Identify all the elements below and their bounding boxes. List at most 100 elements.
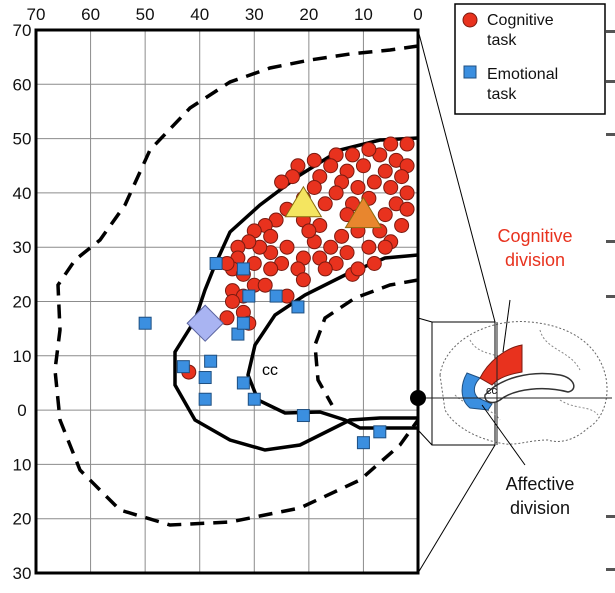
cognitive-point xyxy=(350,261,366,277)
inset-brain: cc xyxy=(418,299,612,466)
legend-emotional-marker xyxy=(463,65,477,79)
cognitive-point xyxy=(323,239,339,255)
cognitive-point xyxy=(366,174,382,190)
y-tick-label: 30 xyxy=(13,238,32,257)
cognitive-point xyxy=(224,294,240,309)
inset-connector-mid-top xyxy=(417,317,433,323)
cognitive-point xyxy=(355,158,371,174)
cognitive-point xyxy=(263,261,279,277)
cc-label: cc xyxy=(262,362,278,379)
cognitive-point xyxy=(383,179,399,195)
emotional-point xyxy=(231,327,245,341)
cognitive-point xyxy=(219,310,235,326)
inner-dashed-contour xyxy=(313,278,419,406)
x-tick-label: 20 xyxy=(299,5,318,24)
y-tick-label: 10 xyxy=(13,347,32,366)
gyri-lines xyxy=(454,329,599,421)
cognitive-point xyxy=(350,179,366,195)
cognitive-point xyxy=(257,277,273,293)
x-tick-label: 0 xyxy=(413,5,422,24)
emotional-point xyxy=(291,300,305,314)
y-tick-labels: 70 60 50 40 30 20 10 0 10 20 30 xyxy=(13,21,32,583)
emotional-point xyxy=(296,409,310,423)
emotional-point xyxy=(138,316,152,330)
corpus-callosum-outline xyxy=(246,253,419,430)
y-tick-label: 60 xyxy=(13,75,32,94)
emotional-point xyxy=(236,376,250,390)
y-tick-label: 70 xyxy=(13,21,32,40)
x-tick-label: 60 xyxy=(81,5,100,24)
emotional-point xyxy=(176,360,190,374)
chart-grid xyxy=(36,30,418,573)
cognitive-point xyxy=(323,158,339,174)
cognitive-point xyxy=(339,245,355,261)
emotional-point xyxy=(373,425,387,439)
y-tick-label: 10 xyxy=(13,455,32,474)
cognitive-point xyxy=(361,239,377,255)
x-tick-label: 40 xyxy=(190,5,209,24)
cognitive-point xyxy=(334,228,350,244)
cognitive-point xyxy=(306,179,322,195)
cortex-outline-dashed xyxy=(53,44,420,527)
emotional-point xyxy=(236,262,250,276)
cognitive-point xyxy=(295,272,311,288)
cognitive-point xyxy=(306,152,322,168)
cognitive-point xyxy=(345,147,361,163)
emotional-point xyxy=(198,392,212,406)
affective-division-region xyxy=(461,372,493,411)
x-tick-label: 70 xyxy=(27,5,46,24)
cognitive-point xyxy=(394,169,410,185)
cognitive-point xyxy=(399,201,415,217)
cognitive-point xyxy=(274,174,290,190)
cognitive-point xyxy=(317,261,333,277)
cingulate-outline xyxy=(173,136,419,452)
cognitive-point xyxy=(383,136,399,152)
data-points xyxy=(138,136,415,450)
emotional-point xyxy=(198,371,212,385)
triangle-marker xyxy=(284,185,323,218)
cognitive-point xyxy=(361,141,377,157)
origin-marker xyxy=(410,390,426,406)
x-tick-label: 10 xyxy=(354,5,373,24)
cognitive-point xyxy=(301,223,317,239)
y-tick-label: 30 xyxy=(13,564,32,583)
cognitive-point xyxy=(328,185,344,201)
cognitive-point xyxy=(377,163,393,179)
legend-cognitive-marker xyxy=(462,12,478,28)
cognitive-point xyxy=(399,185,415,201)
diamond-marker xyxy=(186,304,224,342)
cognitive-point xyxy=(377,207,393,223)
emotional-point xyxy=(247,392,261,406)
y-tick-label: 50 xyxy=(13,130,32,149)
emotional-point xyxy=(209,256,223,270)
x-tick-labels: 70 60 50 40 30 20 10 0 xyxy=(27,5,423,24)
emotional-point xyxy=(242,289,256,303)
x-tick-label: 50 xyxy=(136,5,155,24)
cognitive-point xyxy=(399,136,415,152)
cognitive-point xyxy=(317,196,333,212)
cognitive-point xyxy=(263,228,279,244)
y-tick-label: 0 xyxy=(17,401,26,420)
y-tick-label: 20 xyxy=(13,510,32,529)
emotional-point xyxy=(356,436,370,450)
affective-leader-line xyxy=(481,404,526,466)
corpus-callosum-inset xyxy=(484,372,575,404)
y-tick-label: 40 xyxy=(13,184,32,203)
cognitive-point xyxy=(394,217,410,233)
x-tick-label: 30 xyxy=(245,5,264,24)
cognitive-point xyxy=(377,239,393,255)
y-tick-label: 20 xyxy=(13,293,32,312)
inset-connector-bottom xyxy=(417,444,496,574)
cognitive-leader-line xyxy=(502,299,511,353)
cognitive-point xyxy=(366,255,382,271)
cc-inset-label: cc xyxy=(486,385,498,397)
cognitive-point xyxy=(279,239,295,255)
cropped-right-edge xyxy=(606,30,615,571)
emotional-point xyxy=(236,316,250,330)
inset-connector-mid-bottom xyxy=(417,429,433,446)
